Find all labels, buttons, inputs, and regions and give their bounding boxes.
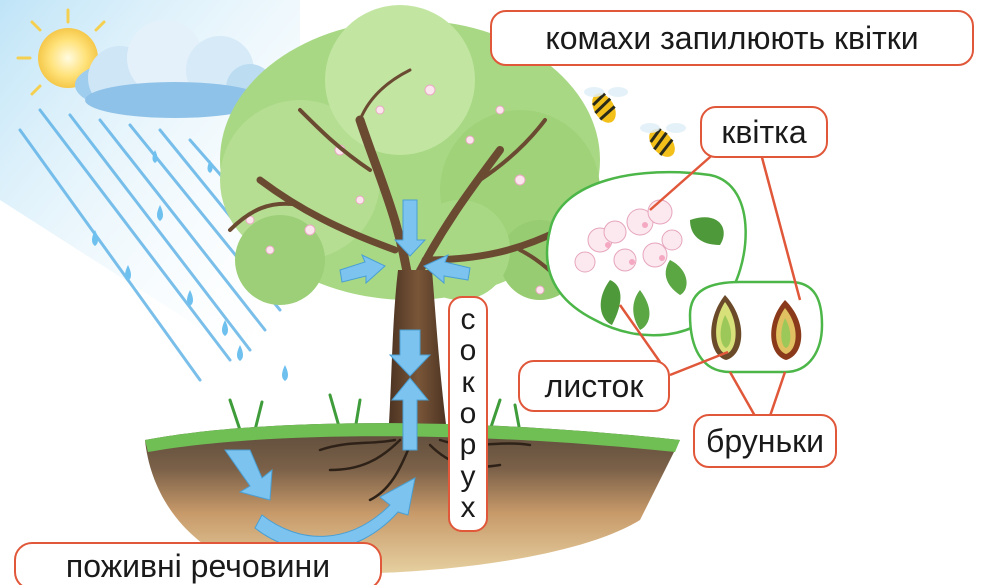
label-insects-pollinate: комахи запилюють квітки	[490, 10, 974, 66]
sap-flow-letter: у	[461, 462, 476, 492]
label-flower: квітка	[700, 106, 828, 158]
sap-flow-letter: х	[461, 493, 476, 523]
label-leaf: листок	[518, 360, 670, 412]
sap-flow-letter: к	[461, 368, 474, 398]
label-buds: бруньки	[693, 414, 837, 468]
label-nutrients: поживні речовини	[14, 542, 382, 585]
sap-flow-letter: р	[460, 430, 477, 460]
sap-flow-letter: о	[460, 336, 477, 366]
bee-icon	[640, 123, 686, 162]
sap-flow-letter: о	[460, 399, 477, 429]
sap-flow-letter: с	[461, 305, 476, 335]
label-sap-flow: сокорух	[448, 296, 488, 532]
